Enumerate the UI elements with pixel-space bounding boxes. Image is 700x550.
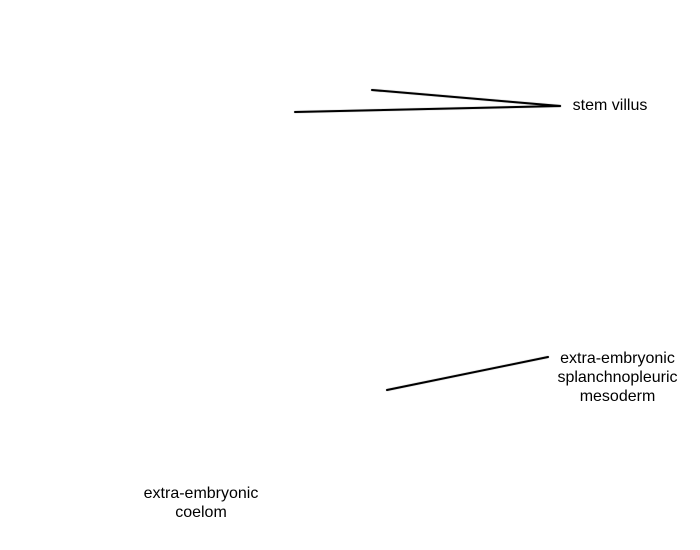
stem-villus-label-text: stem villus xyxy=(572,97,648,114)
splanchnopleuric-mesoderm-label: extra-embryonic splanchnopleuric mesoder… xyxy=(545,349,690,406)
coelom-label-line-1: extra-embryonic xyxy=(143,485,259,502)
stem-villus-label: stem villus xyxy=(565,96,655,115)
splanchnopleuric-mesoderm-leader xyxy=(386,356,549,391)
splanchnopleuric-label-line-3: mesoderm xyxy=(579,388,656,405)
stem-villus-leader-lower xyxy=(294,105,561,113)
splanchnopleuric-label-line-2: splanchnopleuric xyxy=(557,369,678,386)
splanchnopleuric-label-line-1: extra-embryonic xyxy=(560,350,675,367)
stem-villus-leader-upper xyxy=(371,89,561,107)
coelom-label-line-2: coelom xyxy=(175,504,227,521)
coelom-label: extra-embryonic coelom xyxy=(130,484,272,522)
